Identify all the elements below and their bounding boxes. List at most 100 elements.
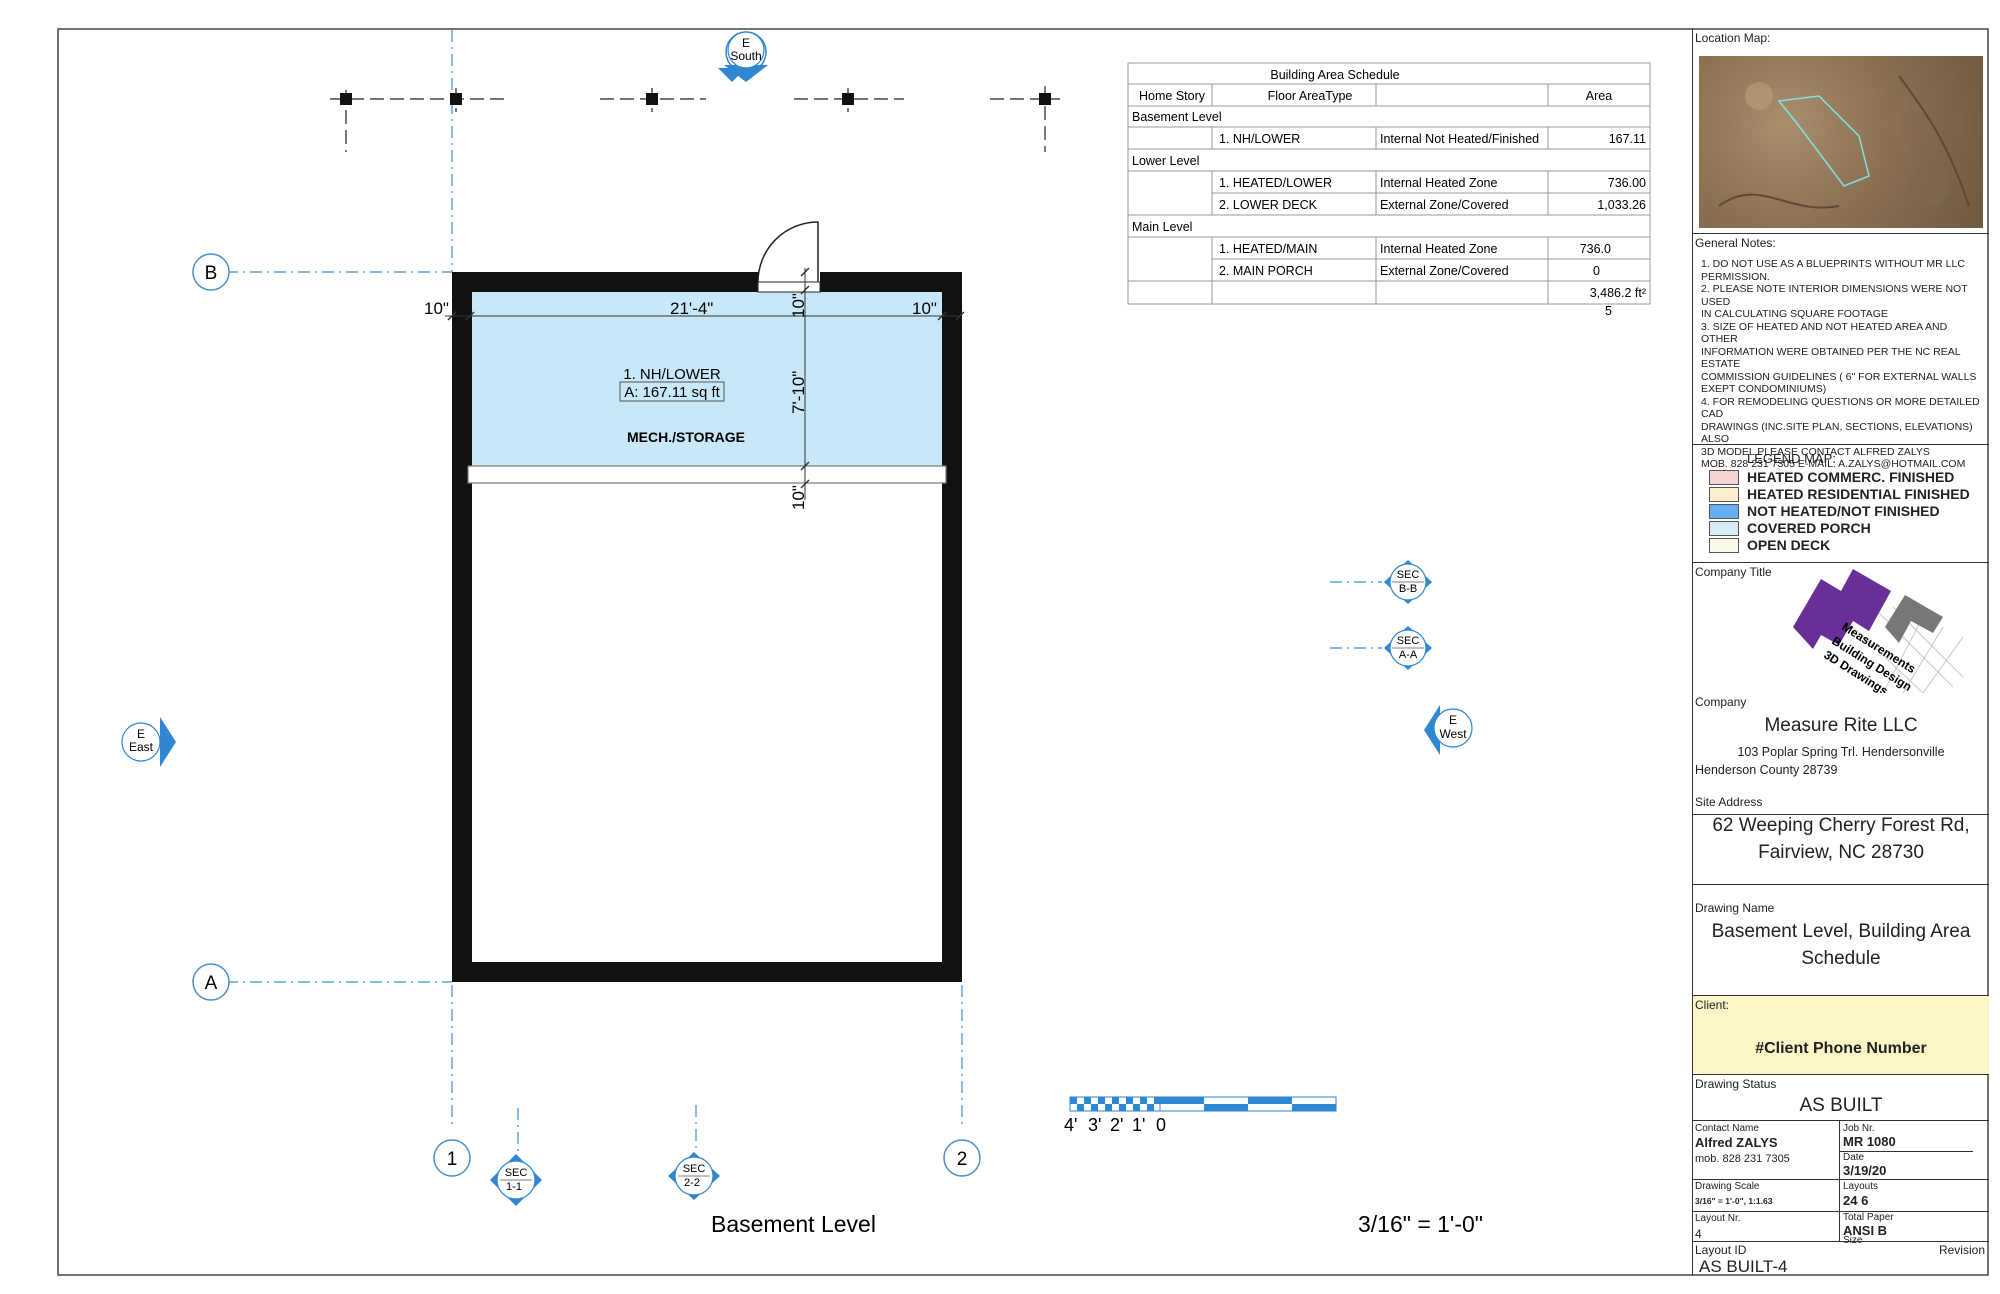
- schedule-row-item: 1. HEATED/LOWER: [1219, 176, 1332, 190]
- column-markers: [330, 86, 1060, 152]
- room-area-box: [619, 381, 725, 402]
- location-map-image: [1699, 56, 1983, 228]
- dimension-ticks: [447, 267, 965, 489]
- drawing-status-section: Drawing Status AS BUILT: [1693, 1075, 1989, 1121]
- schedule-header-area: Area: [1586, 89, 1612, 103]
- section-marker-1-1: SEC 1-1: [490, 1154, 542, 1206]
- room-use: MECH./STORAGE: [627, 429, 745, 445]
- site-address-section: Site Address 62 Weeping Cherry Forest Rd…: [1693, 791, 1989, 885]
- scale-label-0: 0: [1156, 1115, 1166, 1135]
- scale-bar-checker: [1069, 1096, 1161, 1112]
- legend-swatch: [1709, 487, 1739, 502]
- note-line: 3D MODEL PLEASE CONTACT ALFRED ZALYS: [1701, 445, 1930, 458]
- grid-bubble-1: 1: [433, 1139, 471, 1177]
- svg-text:1-1: 1-1: [506, 1181, 522, 1193]
- schedule-row-area: 1,033.26: [1597, 198, 1646, 212]
- details-hline: [1693, 1241, 1989, 1242]
- company-logo: Measurements Building Design 3D Drawings: [1793, 569, 1964, 693]
- schedule-group: Main Level: [1132, 220, 1192, 234]
- partition-wall: [467, 465, 947, 484]
- company-name: Measure Rite LLC: [1764, 715, 1918, 736]
- svg-text:E: E: [742, 36, 750, 50]
- details-hline: [1839, 1151, 1973, 1152]
- svg-text:B-B: B-B: [1399, 583, 1417, 595]
- schedule-row-type: Internal Heated Zone: [1380, 176, 1497, 190]
- contact-name-label: Contact Name: [1695, 1123, 1759, 1134]
- drawing-status-label: Drawing Status: [1695, 1077, 1777, 1091]
- legend-swatch: [1709, 470, 1739, 485]
- schedule-row-item: 1. HEATED/MAIN: [1219, 242, 1317, 256]
- site-address-line2: Fairview, NC 28730: [1758, 842, 1924, 863]
- contact-name-value: Alfred ZALYS: [1695, 1135, 1778, 1150]
- legend-label: HEATED COMMERC. FINISHED: [1747, 469, 1955, 485]
- note-line: MOB. 828 231 7305 E-MAIL: A.ZALYS@HOTMAI…: [1701, 458, 1966, 470]
- note-line: IN CALCULATING SQUARE FOOTAGE: [1701, 308, 1888, 320]
- drawing-scale-label: Drawing Scale: [1695, 1181, 1760, 1192]
- client-section: Client: #Client Phone Number: [1693, 995, 1989, 1075]
- svg-text:SEC: SEC: [505, 1167, 528, 1179]
- dim-right-text: 10": [912, 299, 937, 318]
- paper-size-sub-label: Size: [1843, 1235, 1863, 1246]
- sheet-border: [57, 28, 1989, 1276]
- svg-text:E: E: [137, 727, 145, 741]
- site-address-label: Site Address: [1695, 795, 1763, 809]
- company-label: Company: [1695, 695, 1747, 709]
- note-line: PERMISSION.: [1701, 270, 1770, 283]
- schedule-title: Building Area Schedule: [1270, 68, 1399, 82]
- schedule-header-story: Home Story: [1139, 89, 1206, 103]
- level-label: Basement Level: [711, 1211, 876, 1237]
- elevation-marker-west: E West: [1424, 705, 1473, 755]
- schedule-row-type: Internal Heated Zone: [1380, 242, 1497, 256]
- svg-text:A-A: A-A: [1399, 649, 1418, 661]
- svg-text:SEC: SEC: [1397, 635, 1420, 647]
- walls: [452, 272, 962, 982]
- legend-label: OPEN DECK: [1747, 537, 1831, 553]
- scale-label: 3/16" = 1'-0": [1358, 1211, 1483, 1237]
- layout-nr-value: 4: [1695, 1227, 1702, 1241]
- legend-label: COVERED PORCH: [1747, 520, 1871, 536]
- company-title-section: Company Title Measurements Building Desi…: [1693, 563, 1989, 693]
- note-line: INFORMATION WERE OBTAINED PER THE NC REA…: [1701, 345, 1961, 371]
- company-address-line1: 103 Poplar Spring Trl. Hendersonville: [1737, 745, 1945, 759]
- section-marker-a-a: SEC A-A: [1384, 626, 1432, 670]
- dimension-lines: [445, 268, 960, 500]
- legend-swatch: [1709, 538, 1739, 553]
- dim-left-text: 10": [424, 299, 449, 318]
- dim-width-text: 21'-4": [670, 299, 713, 318]
- layout-id-value: AS BUILT-4: [1699, 1257, 1788, 1276]
- schedule-row-type: External Zone/Covered: [1380, 198, 1509, 212]
- general-notes-list: 1. DO NOT USE AS A BLUEPRINTS WITHOUT MR…: [1701, 258, 1985, 471]
- layouts-label: Layouts: [1843, 1181, 1879, 1192]
- legend-title: LEGEND MAP:: [1747, 451, 1836, 466]
- scale-label-4: 4': [1064, 1115, 1077, 1135]
- job-nr-label: Job Nr.: [1843, 1123, 1875, 1134]
- schedule-group: Basement Level: [1132, 110, 1222, 124]
- room-area: A: 167.11 sq ft: [624, 384, 720, 401]
- elevation-marker-east: E East: [121, 717, 176, 767]
- schedule-row-item: 2. MAIN PORCH: [1219, 264, 1313, 278]
- legend-swatch: [1709, 521, 1739, 536]
- svg-text:SEC: SEC: [1397, 569, 1420, 581]
- area-schedule-table: Building Area Schedule Home Story Floor …: [1127, 62, 1651, 318]
- company-address-line2: Henderson County 28739: [1695, 763, 1838, 777]
- date-label: Date: [1843, 1152, 1865, 1163]
- room-name: 1. NH/LOWER: [623, 366, 721, 383]
- section-marker-2-2: SEC 2-2: [668, 1152, 720, 1200]
- drawing-name-line2: Schedule: [1801, 948, 1881, 969]
- site-address-line1: 62 Weeping Cherry Forest Rd,: [1712, 815, 1970, 836]
- svg-text:A: A: [205, 973, 218, 994]
- schedule-row-area: 167.11: [1609, 132, 1646, 146]
- svg-text:East: East: [129, 740, 154, 754]
- layout-nr-label: Layout Nr.: [1695, 1213, 1741, 1224]
- grid-bubble-a: A: [192, 963, 230, 1001]
- schedule-total: 3,486.2 ft²: [1590, 286, 1646, 300]
- door: [757, 221, 821, 293]
- drawing-status-value: AS BUILT: [1799, 1095, 1883, 1116]
- title-block: Location Map: General Notes: 1. DO NOT U…: [1692, 29, 1989, 1276]
- scale-label-1: 1': [1132, 1115, 1145, 1135]
- schedule-row-item: 2. LOWER DECK: [1219, 198, 1318, 212]
- schedule-row-area: 736.0: [1580, 242, 1611, 256]
- elevation-marker-south: E South: [718, 31, 768, 82]
- revision-label: Revision: [1938, 1243, 1985, 1257]
- note-line: 4. FOR REMODELING QUESTIONS OR MORE DETA…: [1701, 395, 1980, 421]
